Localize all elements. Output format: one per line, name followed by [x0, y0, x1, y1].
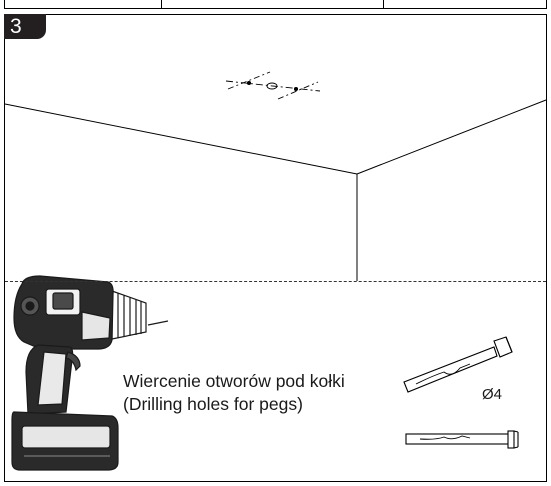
caption-english: (Drilling holes for pegs) [123, 394, 303, 414]
previous-step-divider [383, 0, 384, 9]
cordless-drill-icon [11, 275, 169, 471]
wall-plug-icon [405, 430, 519, 449]
drill-mark-icon [225, 71, 321, 100]
step-frame [4, 14, 547, 482]
wall-plug-icon [403, 336, 513, 393]
section-divider [5, 281, 546, 282]
previous-step-divider [161, 0, 162, 9]
ceiling-wall-edge-left [4, 103, 358, 175]
step-number-badge: 3 [4, 14, 46, 39]
previous-step-frame [4, 0, 547, 9]
peg-diameter-label: Ø4 [482, 386, 503, 403]
caption-polish: Wiercenie otworów pod kołki [123, 371, 345, 391]
step-caption: Wiercenie otworów pod kołki (Drilling ho… [123, 370, 345, 416]
ceiling-wall-edge-right [356, 99, 547, 175]
